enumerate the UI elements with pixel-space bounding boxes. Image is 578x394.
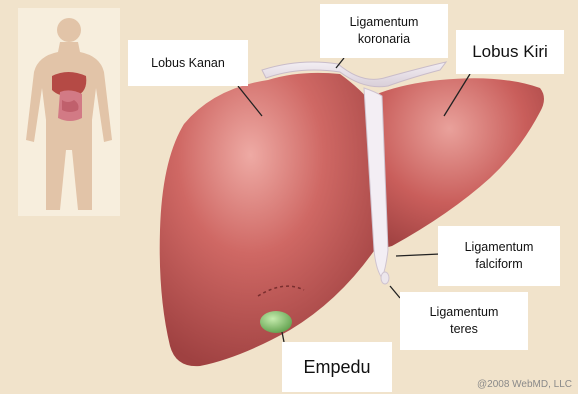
ligamentum-teres-shape [381, 272, 389, 284]
label-empedu: Empedu [282, 342, 392, 392]
gallbladder-shape [260, 311, 292, 333]
label-lobus-kiri: Lobus Kiri [456, 30, 564, 74]
lobus-kiri-shape [372, 78, 544, 247]
copyright-text: @2008 WebMD, LLC [477, 379, 572, 390]
label-ligamentum-koronaria: Ligamentum koronaria [320, 4, 448, 58]
label-ligamentum-falciform: Ligamentum falciform [438, 226, 560, 286]
label-lobus-kanan: Lobus Kanan [128, 40, 248, 86]
label-ligamentum-teres: Ligamentum teres [400, 292, 528, 350]
